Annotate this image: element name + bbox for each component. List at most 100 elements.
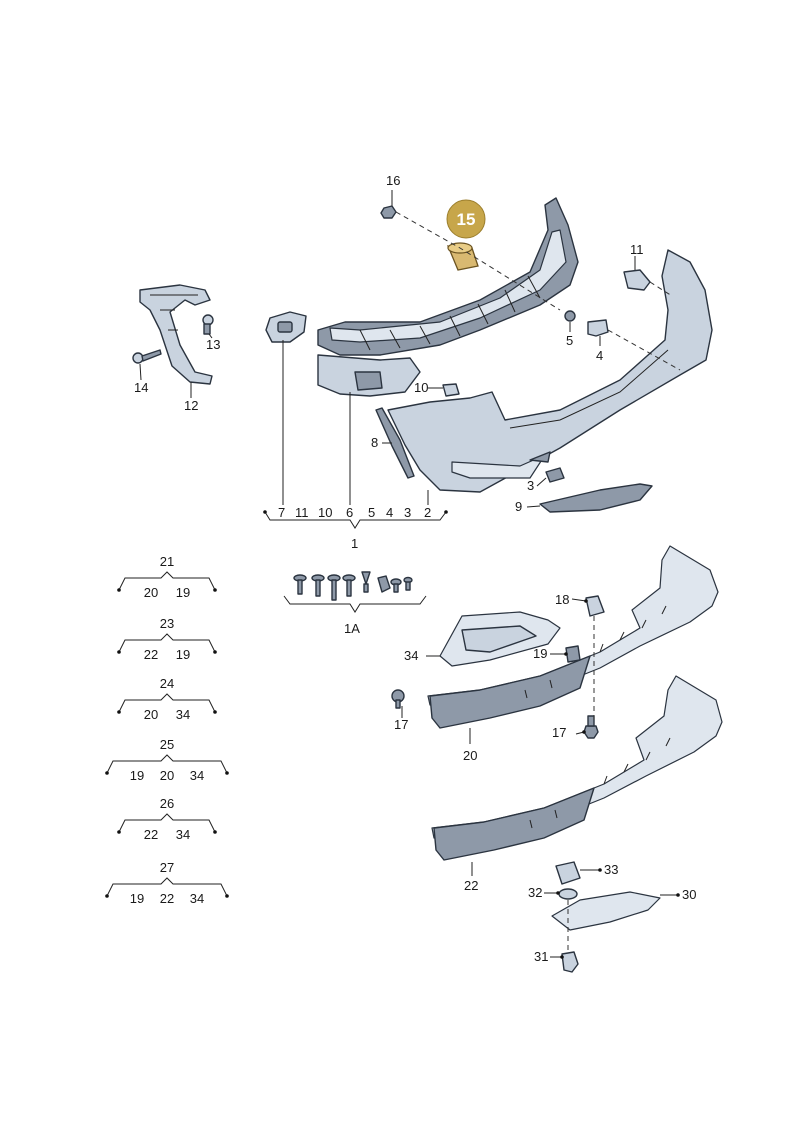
bracket-end-dot [117, 588, 121, 592]
spacer-sleeve-15-part[interactable] [446, 242, 479, 271]
group-bracket-1 [264, 511, 447, 529]
assembly-line-11 [649, 281, 673, 297]
callout-4-row: 4 [386, 505, 393, 520]
clip-5-part[interactable] [564, 310, 576, 322]
group-title: 25 [160, 737, 174, 752]
trim-strip-part[interactable] [375, 407, 415, 479]
bracket-33-part[interactable] [555, 861, 581, 885]
group-bracket-1a [283, 595, 427, 613]
group-bracket [118, 813, 216, 833]
callout-17-right: 17 [552, 725, 566, 740]
group-item: 19 [130, 891, 144, 906]
bracket-end-dot [225, 771, 229, 775]
cover-3-part[interactable] [545, 467, 565, 483]
diffuser-22-part[interactable] [431, 675, 723, 861]
callout-1a: 1A [344, 621, 360, 636]
group-item: 34 [190, 768, 204, 783]
diffuser-20-part[interactable] [427, 545, 719, 729]
group-item: 20 [160, 768, 174, 783]
screw-14-part[interactable] [132, 349, 162, 364]
assembly-line-4 [607, 329, 681, 371]
bracket-end-dot [213, 588, 217, 592]
group-title: 24 [160, 676, 174, 691]
clip-19-part[interactable] [565, 645, 581, 663]
upper-leader-lines [139, 190, 636, 508]
callout-17-left: 17 [394, 717, 408, 732]
group-item: 34 [176, 707, 190, 722]
group-bracket [118, 693, 216, 713]
group-item: 22 [160, 891, 174, 906]
leader-dots [556, 599, 680, 959]
bumper-cover-part[interactable] [387, 249, 713, 493]
callout-30: 30 [682, 887, 696, 902]
screw-13-part[interactable] [202, 314, 214, 335]
callout-9: 9 [515, 499, 522, 514]
bracket-end-dot [225, 894, 229, 898]
group-item: 19 [176, 647, 190, 662]
trim-panel-34-part[interactable] [439, 611, 561, 667]
lower-leader-lines [401, 598, 678, 958]
group-item: 22 [144, 647, 158, 662]
group-bracket [118, 633, 216, 653]
guide-bracket-part[interactable] [317, 354, 421, 397]
impact-absorber-part[interactable] [317, 197, 579, 356]
screw-17a-part[interactable] [391, 689, 405, 709]
nut-16-part[interactable] [380, 205, 397, 219]
lower-trim-9-part[interactable] [539, 483, 653, 513]
group-item: 34 [176, 827, 190, 842]
callout-1: 1 [351, 536, 358, 551]
callout-18: 18 [555, 592, 569, 607]
callout-7: 7 [278, 505, 285, 520]
clip-11-part[interactable] [623, 269, 651, 291]
callout-14: 14 [134, 380, 148, 395]
callout-5-right: 5 [566, 333, 573, 348]
assembly-line-16 [395, 211, 561, 311]
mounting-bracket-part[interactable] [265, 311, 307, 343]
clip-31-part[interactable] [561, 951, 579, 973]
side-bracket-part[interactable] [139, 284, 213, 385]
callout-22: 22 [464, 878, 478, 893]
callout-4-right: 4 [596, 348, 603, 363]
callout-labels: 16 11 13 14 12 5 4 10 8 3 9 7 11 10 6 5 … [134, 173, 696, 964]
group-item: 19 [130, 768, 144, 783]
group-1: 21 20 19 [117, 554, 217, 600]
callout-6: 6 [346, 505, 353, 520]
bracket-end-dot [105, 771, 109, 775]
bracket-end-dot [105, 894, 109, 898]
callout-13: 13 [206, 337, 220, 352]
group-item: 20 [144, 585, 158, 600]
callout-15: 15 [457, 210, 476, 229]
callout-5-row: 5 [368, 505, 375, 520]
clip-18-part[interactable] [585, 595, 605, 617]
callout-11-right: 11 [630, 242, 644, 257]
callout-12: 12 [184, 398, 198, 413]
cover-plate-30-part[interactable] [551, 891, 661, 931]
callout-11-row: 11 [295, 505, 309, 520]
callout-10-row: 10 [318, 505, 332, 520]
group-title: 21 [160, 554, 174, 569]
bracket-end-dot [213, 830, 217, 834]
highlight-badge-15[interactable]: 15 [446, 199, 486, 239]
clip-10-part[interactable] [442, 383, 460, 397]
washer-32-part[interactable] [558, 888, 578, 900]
bracket-end-dot [117, 830, 121, 834]
group-item: 20 [144, 707, 158, 722]
fastener-set-1a-part[interactable] [293, 571, 413, 601]
group-bracket [106, 877, 228, 897]
callout-31: 31 [534, 949, 548, 964]
group-item: 19 [176, 585, 190, 600]
group-item: 34 [190, 891, 204, 906]
bracket-end-dot [117, 710, 121, 714]
group-item: 22 [144, 827, 158, 842]
callout-10-right: 10 [414, 380, 428, 395]
callout-34: 34 [404, 648, 418, 663]
callout-3-right: 3 [527, 478, 534, 493]
screw-17b-part[interactable] [583, 715, 599, 739]
callout-33: 33 [604, 862, 618, 877]
group-title: 27 [160, 860, 174, 875]
bracket-end-dot [213, 650, 217, 654]
clip-4-part[interactable] [587, 319, 609, 337]
